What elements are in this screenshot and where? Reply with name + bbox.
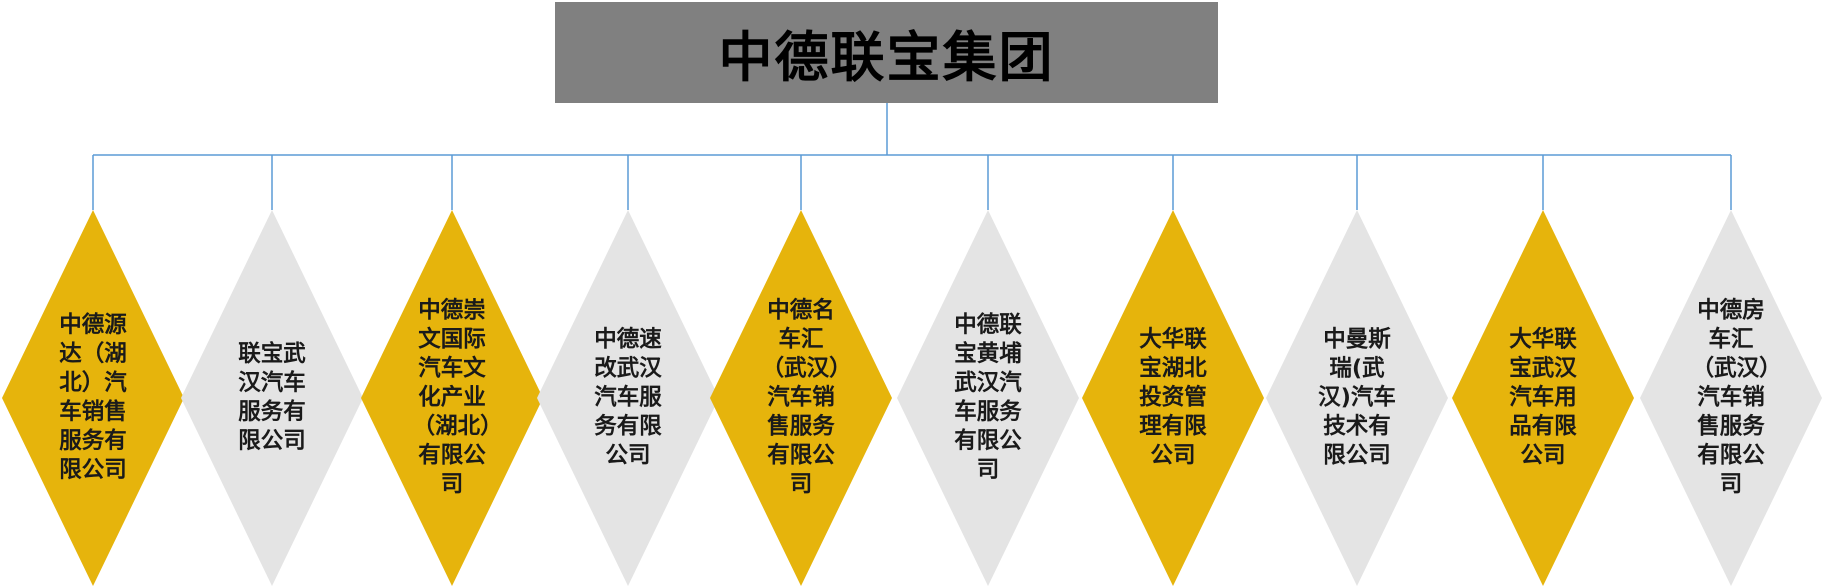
company-node[interactable]: 中德速改武汉汽车服务有限公司 bbox=[537, 210, 719, 586]
diamond-fill bbox=[2, 210, 184, 586]
diamond-shape bbox=[1082, 210, 1264, 586]
root-title: 中德联宝集团 bbox=[718, 26, 1055, 89]
company-node[interactable]: 中德房车汇（武汉）汽车销售服务有限公司 bbox=[1640, 210, 1822, 586]
company-name: 中德联宝黄埔武汉汽车服务有限公司 bbox=[954, 312, 1022, 483]
company-node[interactable]: 中德名车汇（武汉）汽车销售服务有限公司 bbox=[710, 210, 892, 586]
diamond-fill bbox=[897, 210, 1079, 586]
company-name: 大华联宝武汉汽车用品有限公司 bbox=[1509, 326, 1577, 469]
diamond-shape bbox=[361, 210, 543, 586]
diamond-shape bbox=[710, 210, 892, 586]
company-name: 中德速改武汉汽车服务有限公司 bbox=[594, 326, 662, 469]
diamond-shape bbox=[2, 210, 184, 586]
company-name: 中曼斯瑞(武汉)汽车技术有限公司 bbox=[1318, 326, 1396, 469]
company-name: 中德名车汇（武汉）汽车销售服务有限公司 bbox=[761, 297, 841, 498]
company-node[interactable]: 中曼斯瑞(武汉)汽车技术有限公司 bbox=[1266, 210, 1448, 586]
diamond-shape bbox=[537, 210, 719, 586]
diamond-shape bbox=[181, 210, 363, 586]
company-name: 大华联宝湖北投资管理有限公司 bbox=[1139, 326, 1207, 469]
company-node[interactable]: 大华联宝武汉汽车用品有限公司 bbox=[1452, 210, 1634, 586]
company-node[interactable]: 中德联宝黄埔武汉汽车服务有限公司 bbox=[897, 210, 1079, 586]
company-name: 中德房车汇（武汉）汽车销售服务有限公司 bbox=[1691, 297, 1771, 498]
diamond-shape bbox=[1640, 210, 1822, 586]
diamond-fill bbox=[1452, 210, 1634, 586]
diamond-shape bbox=[1266, 210, 1448, 586]
company-name: 中德崇文国际汽车文化产业（湖北）有限公司 bbox=[412, 297, 492, 498]
company-node[interactable]: 中德崇文国际汽车文化产业（湖北）有限公司 bbox=[361, 210, 543, 586]
company-node[interactable]: 联宝武汉汽车服务有限公司 bbox=[181, 210, 363, 586]
diamond-fill bbox=[181, 210, 363, 586]
company-name: 中德源达（湖北）汽车销售服务有限公司 bbox=[59, 312, 127, 483]
company-node[interactable]: 中德源达（湖北）汽车销售服务有限公司 bbox=[2, 210, 184, 586]
diamond-fill bbox=[1266, 210, 1448, 586]
diamond-fill bbox=[537, 210, 719, 586]
root-node[interactable]: 中德联宝集团 bbox=[555, 2, 1218, 103]
diamond-fill bbox=[361, 210, 543, 586]
diamond-fill bbox=[1082, 210, 1264, 586]
diamond-fill bbox=[710, 210, 892, 586]
diamond-shape bbox=[897, 210, 1079, 586]
diamond-shape bbox=[1452, 210, 1634, 586]
company-node[interactable]: 大华联宝湖北投资管理有限公司 bbox=[1082, 210, 1264, 586]
diamond-fill bbox=[1640, 210, 1822, 586]
company-name: 联宝武汉汽车服务有限公司 bbox=[238, 341, 306, 454]
